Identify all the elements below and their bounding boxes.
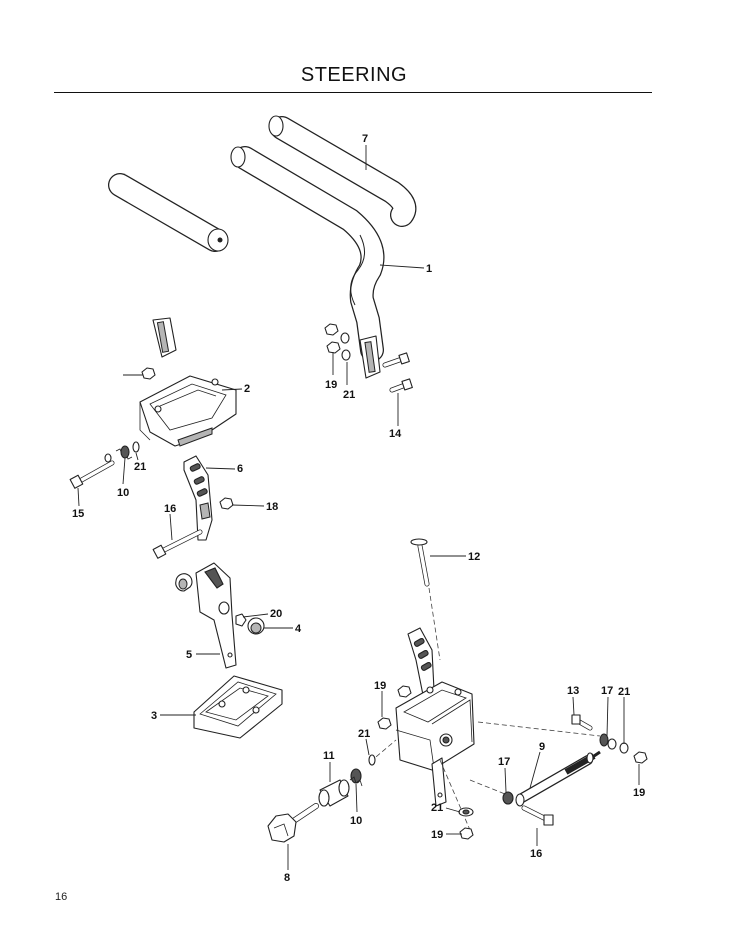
callout-label: 12	[468, 551, 480, 563]
page-title: STEERING	[300, 64, 408, 86]
callout-label: 19	[633, 787, 645, 799]
nut-19-mid	[377, 685, 412, 730]
callout-label: 16	[164, 503, 176, 515]
nut-19-upper	[141, 367, 156, 380]
right-steering-handle	[230, 115, 417, 379]
callout-label: 21	[618, 686, 630, 698]
washer-21-mid	[368, 754, 376, 766]
nut-18	[219, 497, 234, 510]
callout-label: 19	[431, 829, 443, 841]
spring-10-lower	[349, 768, 363, 787]
callout-label: 21	[134, 461, 146, 473]
pin-12	[410, 538, 441, 661]
callout-label: 11	[323, 750, 335, 762]
lever-plate-6	[183, 455, 213, 541]
handle-fasteners	[324, 323, 413, 393]
callout-label: 17	[601, 685, 613, 697]
knob-8	[267, 803, 319, 843]
upper-housing	[139, 375, 237, 447]
callout-label: 18	[266, 501, 278, 513]
lever-arm-5	[175, 562, 265, 669]
callout-label: 7	[362, 133, 368, 145]
callout-label: 1	[426, 263, 432, 275]
callout-label: 21	[343, 389, 355, 401]
page-number: 16	[55, 891, 68, 903]
base-plate-3	[193, 675, 283, 739]
callout-label: 5	[186, 649, 192, 661]
callout-label: 9	[539, 741, 545, 753]
callout-label: 10	[350, 815, 362, 827]
callout-label: 10	[117, 487, 129, 499]
spacer-11	[318, 779, 350, 807]
callout-label: 17	[498, 756, 510, 768]
bolt-15	[69, 453, 115, 489]
callout-label: 19	[325, 379, 337, 391]
callout-label: 21	[431, 802, 443, 814]
callout-label: 2	[244, 383, 250, 395]
callout-label: 16	[530, 848, 542, 860]
left-steering-handle	[78, 164, 229, 358]
spring-10-upper	[115, 441, 140, 460]
leader-lines	[77, 145, 640, 870]
damper-9	[502, 714, 648, 826]
callout-label: 15	[72, 508, 84, 520]
callout-label: 6	[237, 463, 243, 475]
callout-label: 14	[389, 428, 402, 440]
callout-labels: 7 1 19 21 14 2 21 10 15 6 16 18 12 20 4 …	[72, 133, 645, 884]
bolt-16-upper	[152, 529, 203, 559]
title-divider	[54, 92, 652, 93]
callout-label: 8	[284, 872, 290, 884]
washer-nut-lower	[458, 807, 474, 840]
callout-label: 3	[151, 710, 157, 722]
callout-label: 20	[270, 608, 282, 620]
lower-assembly	[369, 627, 601, 831]
callout-label: 13	[567, 685, 579, 697]
callout-label: 4	[295, 623, 302, 635]
callout-label: 21	[358, 728, 370, 740]
callout-label: 19	[374, 680, 386, 692]
